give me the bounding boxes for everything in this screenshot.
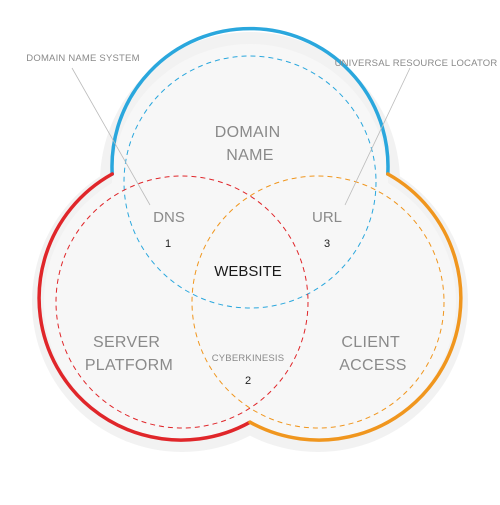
dns-label: DNS xyxy=(153,209,185,226)
client-access-label-line1: CLIENT xyxy=(341,334,400,351)
client-access-outer-arc xyxy=(248,172,463,442)
domain-name-label-line1: DOMAIN xyxy=(215,124,281,141)
diagram-fill xyxy=(44,44,456,440)
url-label: URL xyxy=(312,209,342,226)
url-callout-line xyxy=(344,67,411,206)
url-callout-text: UNIVERSAL RESOURCE LOCATOR xyxy=(335,58,498,69)
dns-callout-line xyxy=(71,67,151,206)
url-number: 3 xyxy=(324,238,330,250)
server-platform-label-line1: SERVER xyxy=(93,334,160,351)
domain-name-label: DOMAIN NAME xyxy=(215,124,286,164)
domain-name-label-line2: NAME xyxy=(226,147,273,164)
dns-number: 1 xyxy=(165,238,171,250)
client-access-label-line2: ACCESS xyxy=(339,357,407,374)
server-platform-dashed-circle xyxy=(55,175,309,429)
client-access-dashed-circle xyxy=(191,175,445,429)
website-center-label: WEBSITE xyxy=(214,263,282,280)
domain-name-dashed-circle xyxy=(123,55,377,309)
client-access-label: CLIENT ACCESS xyxy=(339,334,407,374)
dns-callout-text: DOMAIN NAME SYSTEM xyxy=(26,53,139,64)
server-platform-label-line2: PLATFORM xyxy=(85,357,173,374)
server-platform-outer-arc xyxy=(37,172,252,442)
cyberkinesis-number: 2 xyxy=(245,375,251,387)
server-platform-label: SERVER PLATFORM xyxy=(85,334,173,374)
domain-name-outer-arc xyxy=(110,26,390,176)
cyberkinesis-label: CYBERKINESIS xyxy=(212,353,285,364)
